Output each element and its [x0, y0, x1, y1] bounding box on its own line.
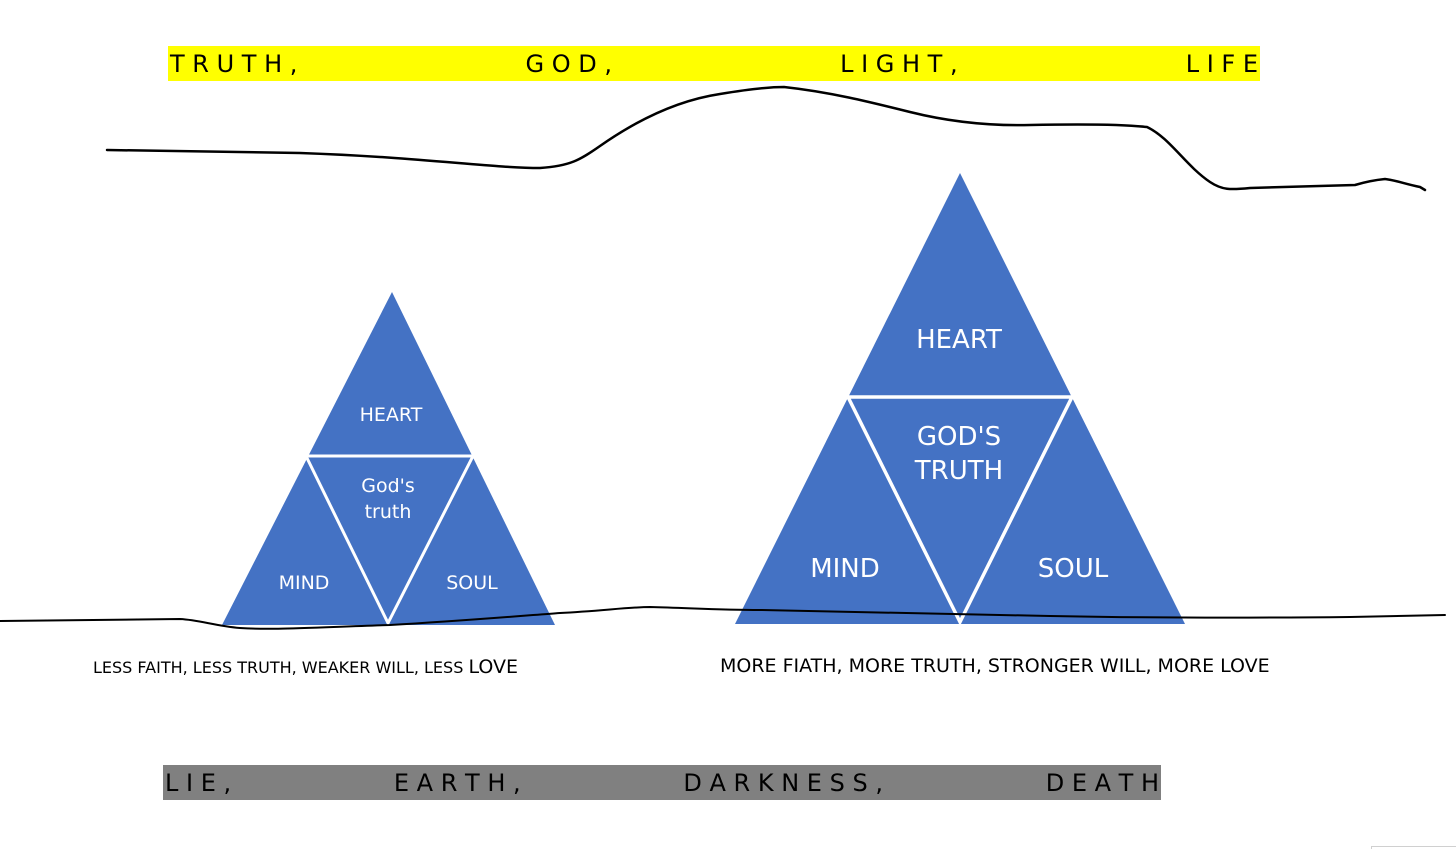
top-banner-word-3: L I G H T , — [840, 49, 958, 78]
bottom-banner-word-3: D A R K N E S S , — [683, 768, 883, 797]
small-center-label-line2: truth — [365, 501, 412, 523]
upper-boundary-line — [105, 85, 1427, 192]
large-pyramid: HEART GOD'S TRUTH MIND SOUL — [735, 173, 1185, 626]
small-pyramid-divider — [304, 454, 476, 627]
large-center-label-line1: GOD'S — [917, 422, 1001, 452]
bottom-banner: L I E , E A R T H , D A R K N E S S , D … — [163, 765, 1161, 800]
large-soul-label: SOUL — [1038, 554, 1109, 584]
small-center-label-line1: God's — [361, 475, 415, 497]
right-caption: MORE FIATH, MORE TRUTH, STRONGER WILL, M… — [720, 655, 1270, 677]
large-pyramid-divider — [846, 395, 1075, 626]
bottom-banner-word-1: L I E , — [165, 768, 232, 797]
small-pyramid: HEART God's truth MIND SOUL — [222, 292, 555, 627]
small-mind-label: MIND — [279, 572, 330, 594]
left-caption: LESS FAITH, LESS TRUTH, WEAKER WILL, LES… — [93, 656, 518, 678]
ground-line — [0, 606, 1446, 630]
bottom-banner-word-4: D E A T H — [1045, 768, 1159, 797]
large-center-label-line2: TRUTH — [914, 456, 1003, 486]
small-soul-label: SOUL — [446, 572, 498, 594]
top-banner: T R U T H , G O D , L I G H T , L I F E — [168, 46, 1260, 81]
bottom-banner-word-2: E A R T H , — [393, 768, 521, 797]
corner-mark — [1371, 846, 1456, 849]
small-pyramid-shape — [222, 292, 555, 625]
top-banner-word-4: L I F E — [1185, 49, 1258, 78]
left-caption-end: LOVE — [468, 656, 518, 678]
left-caption-main: LESS FAITH, LESS TRUTH, WEAKER WILL, LES… — [93, 658, 469, 677]
top-banner-word-2: G O D , — [525, 49, 612, 78]
large-heart-label: HEART — [916, 325, 1002, 355]
top-banner-word-1: T R U T H , — [170, 49, 298, 78]
small-heart-label: HEART — [360, 404, 423, 426]
large-mind-label: MIND — [810, 554, 880, 584]
